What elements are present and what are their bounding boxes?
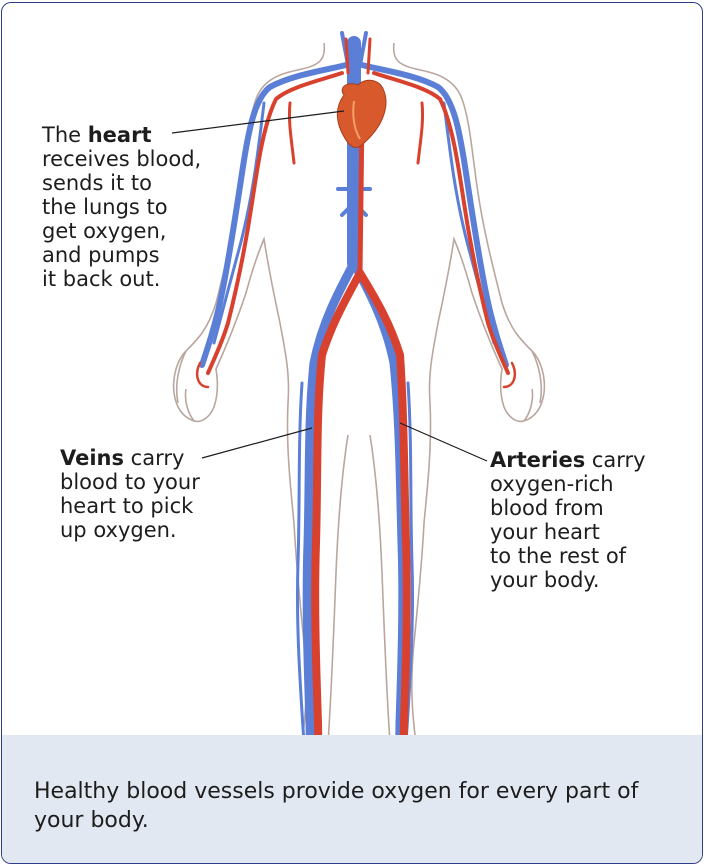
arteries-label-line: blood from [490,496,604,520]
arteries-label-line: oxygen-rich [490,472,614,496]
veins-label-line: blood to your [60,470,200,494]
heart-label-line: and pumps [42,243,160,267]
heart-illustration [337,80,386,147]
arteries-label-bold: Arteries [490,448,585,472]
heart-label-line: receives blood, [42,147,201,171]
heart-label-line: the lungs to [42,195,168,219]
arteries-label: Arteries carry oxygen-rich blood from yo… [490,448,690,592]
arteries-label-line: your heart [490,520,600,544]
veins-label-line: up oxygen. [60,518,177,542]
veins-label: Veins carry blood to your heart to pick … [60,446,260,542]
heart-label: The heart receives blood, sends it to th… [42,123,242,291]
heart-label-bold: heart [88,123,152,147]
caption-text: Healthy blood vessels provide oxygen for… [34,779,638,833]
heart-label-line: it back out. [42,267,160,291]
veins-label-bold: Veins [60,446,124,470]
caption-box: Healthy blood vessels provide oxygen for… [2,735,703,864]
veins-label-line: heart to pick [60,494,193,518]
heart-label-line: sends it to [42,171,152,195]
arteries-label-line: your body. [490,568,600,592]
heart-label-line: get oxygen, [42,219,166,243]
arteries-label-line: to the rest of [490,544,626,568]
heart-label-pre: The [42,123,88,147]
veins-label-rest: carry [124,446,184,470]
arteries-label-rest: carry [585,448,645,472]
